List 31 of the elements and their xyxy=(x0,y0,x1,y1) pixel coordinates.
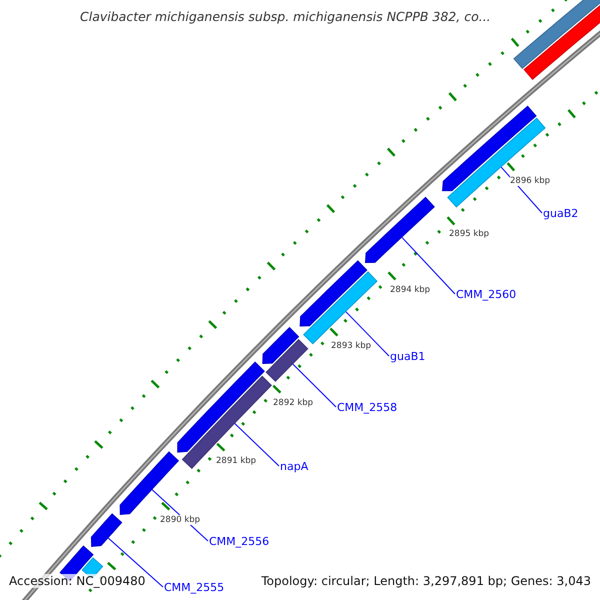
gene-label: guaB1 xyxy=(390,350,426,363)
map-info-text: Topology: circular; Length: 3,297,891 bp; Genes: 3,043 xyxy=(260,574,592,588)
gene-bar xyxy=(182,376,272,469)
leader-line xyxy=(108,538,164,588)
gene-label: guaB2 xyxy=(543,207,578,220)
tick-label: 2890 kbp xyxy=(160,515,200,525)
tick-label: 2896 kbp xyxy=(510,176,550,186)
gene-label: CMM_2556 xyxy=(209,535,270,548)
gene-label: napA xyxy=(280,460,308,473)
gene-label: CMM_2555 xyxy=(164,581,224,594)
gene-bar xyxy=(364,196,435,263)
gene-bar xyxy=(120,451,180,515)
gene-bar xyxy=(177,362,265,453)
map-info-text: Accession: NC_009480 xyxy=(8,574,146,588)
tick-label: 2891 kbp xyxy=(216,456,256,466)
gene-bar xyxy=(442,106,537,192)
tick-label: 2894 kbp xyxy=(390,285,430,295)
leader-line xyxy=(402,236,456,294)
map-title: Clavibacter michiganensis subsp. michiganensis NCPPB 382, co... xyxy=(80,9,491,24)
gene-label: CMM_2560 xyxy=(456,288,516,301)
gene-bar xyxy=(513,0,600,70)
gene-bar xyxy=(90,513,122,548)
gene-bar xyxy=(266,339,308,382)
tick-label: 2893 kbp xyxy=(331,341,372,351)
tick-label: 2895 kbp xyxy=(449,229,490,239)
leader-line xyxy=(234,422,280,466)
gene-label: CMM_2558 xyxy=(337,401,398,414)
tick-label: 2892 kbp xyxy=(273,398,314,408)
gene-bar xyxy=(300,260,368,327)
leader-line xyxy=(292,363,336,408)
gene-bar xyxy=(262,326,300,364)
